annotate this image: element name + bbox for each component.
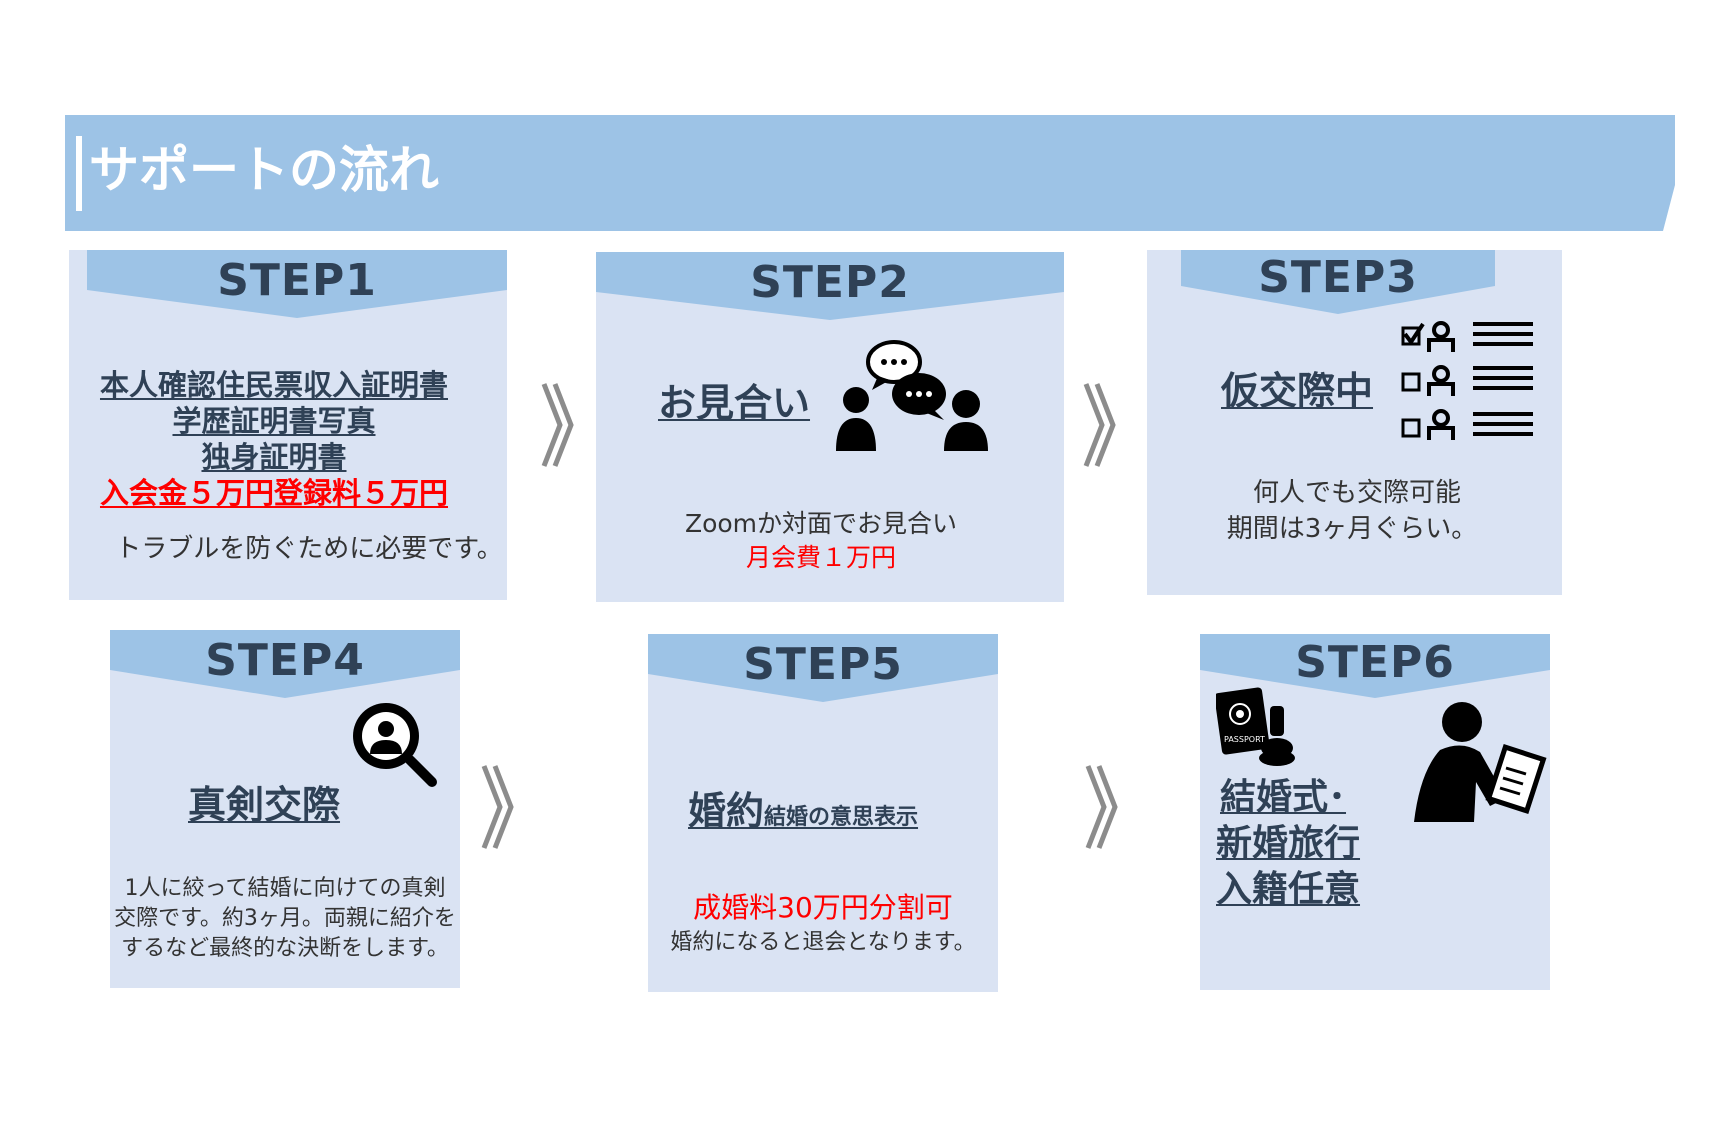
step-heading-sub: 結婚の意思表示 bbox=[764, 805, 919, 830]
step-header-2: STEP2 bbox=[596, 252, 1064, 320]
page-title: サポートの流れ bbox=[89, 141, 439, 199]
step-note: 交際です。約3ヶ月。両親に紹介を bbox=[114, 906, 456, 931]
chevron-right-icon bbox=[1085, 765, 1118, 849]
fee-text: 入会金５万円登録料５万円 bbox=[99, 476, 448, 510]
passport-stamp-icon: PASSPORT bbox=[1216, 687, 1295, 766]
step-card-1: STEP1 本人確認住民票収入証明書 学歴証明書写真 独身証明書 入会金５万円登… bbox=[69, 250, 507, 600]
step-header-6: STEP6 bbox=[1200, 634, 1550, 698]
fee-text: 月会費１万円 bbox=[745, 543, 896, 572]
step-label: STEP1 bbox=[217, 255, 377, 306]
person-document-icon bbox=[1414, 702, 1547, 822]
step-note: 何人でも交際可能 bbox=[1252, 478, 1461, 508]
step-heading: 真剣交際 bbox=[188, 783, 341, 827]
step-heading-group: 婚約結婚の意思表示 bbox=[688, 780, 918, 835]
step-card-2: STEP2 お見合い Zoomか対面でお見合い 月会費１万円 bbox=[596, 252, 1064, 602]
step-heading: お見合い bbox=[658, 381, 811, 425]
checklist-icon bbox=[1401, 321, 1533, 440]
header-accent-bar bbox=[76, 136, 82, 211]
fee-text: 成婚料30万円分割可 bbox=[693, 891, 953, 924]
step-note: 婚約になると退会となります。 bbox=[670, 930, 976, 955]
step-heading: 新婚旅行 bbox=[1216, 823, 1361, 864]
step-note: するなど最終的な決断をします。 bbox=[121, 936, 449, 961]
step-card-5: STEP5 婚約結婚の意思表示 成婚料30万円分割可 婚約になると退会となります… bbox=[648, 634, 998, 992]
requirement-line: 学歴証明書写真 bbox=[172, 404, 376, 438]
requirement-line: 独身証明書 bbox=[201, 440, 347, 474]
step-label: STEP5 bbox=[743, 639, 903, 690]
step-heading: 婚約 bbox=[688, 789, 765, 833]
step-heading: 結婚式･ bbox=[1220, 777, 1347, 818]
step-heading: 入籍任意 bbox=[1216, 869, 1361, 910]
step-header-4: STEP4 bbox=[110, 630, 460, 698]
step-label: STEP3 bbox=[1258, 252, 1418, 303]
step-header-1: STEP1 bbox=[87, 250, 507, 318]
step-note: 期間は3ヶ月ぐらい。 bbox=[1226, 514, 1478, 544]
requirement-line: 本人確認住民票収入証明書 bbox=[99, 368, 448, 402]
step-header-3: STEP3 bbox=[1181, 250, 1495, 314]
step-header-5: STEP5 bbox=[648, 634, 998, 702]
step-label: STEP6 bbox=[1295, 637, 1455, 688]
section-header-banner: サポートの流れ bbox=[65, 115, 1675, 231]
step-note: 1人に絞って結婚に向けての真剣 bbox=[124, 876, 446, 901]
step-label: STEP4 bbox=[205, 635, 365, 686]
person-search-icon bbox=[353, 703, 437, 787]
step-note: Zoomか対面でお見合い bbox=[684, 509, 958, 538]
step-label: STEP2 bbox=[750, 257, 910, 308]
step-card-3: STEP3 仮交際中 何人でも交際可能 期間は3ヶ月ぐらい。 bbox=[1147, 250, 1562, 595]
svg-text:PASSPORT: PASSPORT bbox=[1224, 735, 1265, 744]
chevron-right-icon bbox=[541, 383, 574, 467]
step-note: トラブルを防ぐために必要です。 bbox=[115, 534, 503, 564]
chevron-right-icon bbox=[1083, 383, 1116, 467]
chevron-right-icon bbox=[481, 765, 514, 849]
step-heading: 仮交際中 bbox=[1221, 369, 1374, 413]
meeting-chat-icon bbox=[836, 340, 988, 451]
step-card-6: STEP6 PASSPORT 結婚式･ 新婚旅行 入籍任意 bbox=[1200, 634, 1550, 990]
step-card-4: STEP4 真剣交際 1人に絞って結婚に向けての真剣 交際です。約3ヶ月。両親に… bbox=[110, 630, 460, 988]
